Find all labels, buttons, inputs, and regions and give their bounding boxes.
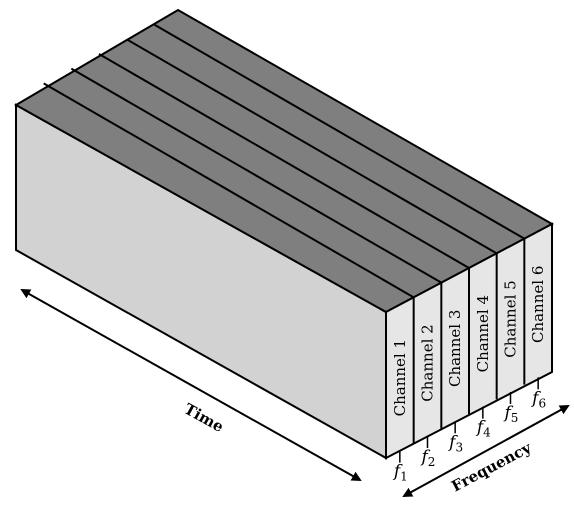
- frequency-label: f2: [420, 447, 436, 469]
- top-channel-dividers: [43, 23, 525, 299]
- channel-label: Channel 1: [391, 339, 409, 416]
- top-divider-line: [153, 23, 525, 240]
- channel-labels: Channel 1 Channel 2 Channel 3 Channel 4 Chan…: [391, 266, 547, 417]
- frequency-label: f5: [503, 403, 519, 425]
- top-divider-line: [126, 38, 498, 255]
- frequency-label: f3: [447, 432, 463, 454]
- frequency-label: f4: [475, 418, 491, 440]
- top-divider-line: [70, 67, 442, 284]
- channel-label: Channel 6: [529, 266, 547, 343]
- channel-label: Channel 2: [419, 324, 437, 401]
- channel-label: Channel 5: [502, 280, 520, 357]
- time-axis-label: Time: [181, 400, 227, 436]
- top-divider-line: [98, 53, 470, 269]
- channel-label: Channel 3: [446, 310, 464, 387]
- top-divider-line: [43, 82, 415, 299]
- channel-label: Channel 4: [474, 295, 492, 372]
- frequency-label: f6: [530, 388, 546, 410]
- frequency-axis-arrow: [402, 405, 570, 497]
- time-axis-arrow: [20, 289, 362, 481]
- frequency-label: f1: [392, 462, 408, 484]
